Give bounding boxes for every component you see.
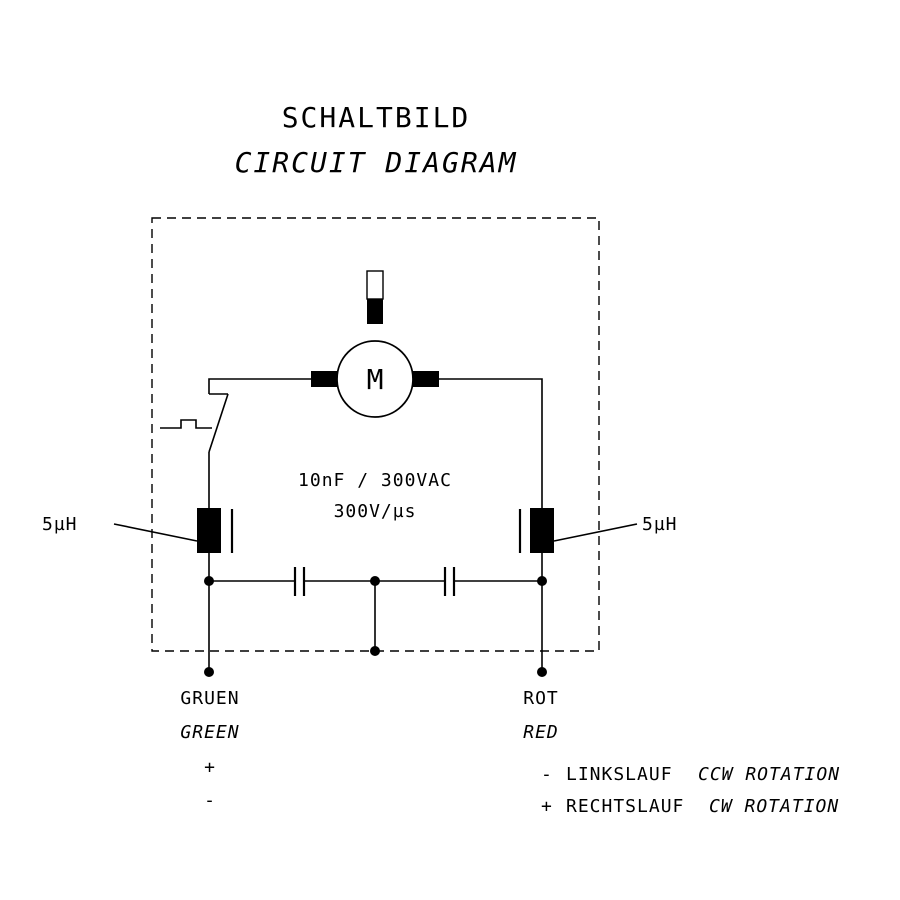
terminal-green-label-en: GREEN xyxy=(180,722,239,743)
capacitor-spec-dvdt: 300V/µs xyxy=(334,501,417,522)
terminal-green-minus: - xyxy=(204,790,216,811)
capacitor-left xyxy=(293,567,306,596)
wire-motor-right xyxy=(439,378,543,508)
capacitor-right xyxy=(443,567,456,596)
ccw-label-en: CCW ROTATION xyxy=(698,764,840,785)
ccw-label-de: LINKSLAUF xyxy=(566,764,673,785)
terminal-red-label-de: ROT xyxy=(523,688,559,709)
junction-left xyxy=(204,576,214,586)
terminal-green-plus: + xyxy=(204,757,216,778)
brush-symbol xyxy=(366,270,384,324)
capacitor-spec-capacitance: 10nF / 300VAC xyxy=(298,470,452,491)
leader-left-inductor xyxy=(113,523,198,542)
title-english: CIRCUIT DIAGRAM xyxy=(235,146,518,179)
motor-symbol: M xyxy=(367,363,384,396)
inductor-right xyxy=(518,508,554,553)
inductor-left-label: 5µH xyxy=(42,514,78,535)
ccw-sign: - xyxy=(541,764,553,785)
motor-brush-right xyxy=(413,371,439,387)
terminal-red-label-en: RED xyxy=(523,722,559,743)
junction-center xyxy=(370,576,380,586)
cw-label-de: RECHTSLAUF xyxy=(566,796,684,817)
junction-right xyxy=(537,576,547,586)
wire-motor-left xyxy=(208,378,311,394)
terminal-green-dot xyxy=(204,667,214,677)
motor-brush-left xyxy=(311,371,337,387)
junction-ground xyxy=(370,646,380,656)
title-german: SCHALTBILD xyxy=(282,101,471,134)
cw-sign: + xyxy=(541,796,553,817)
switch-actuator xyxy=(160,419,212,429)
terminal-red-dot xyxy=(537,667,547,677)
motor: M xyxy=(311,340,439,418)
cw-label-en: CW ROTATION xyxy=(709,796,839,817)
rotation-note-ccw: - LINKSLAUF CCW ROTATION xyxy=(541,764,840,785)
inductor-right-label: 5µH xyxy=(642,514,678,535)
terminal-green-label-de: GRUEN xyxy=(180,688,239,709)
thermal-switch xyxy=(160,393,229,453)
rotation-note-cw: + RECHTSLAUF CW ROTATION xyxy=(541,796,839,817)
leader-right-inductor xyxy=(553,523,638,542)
inductor-left xyxy=(197,508,234,553)
